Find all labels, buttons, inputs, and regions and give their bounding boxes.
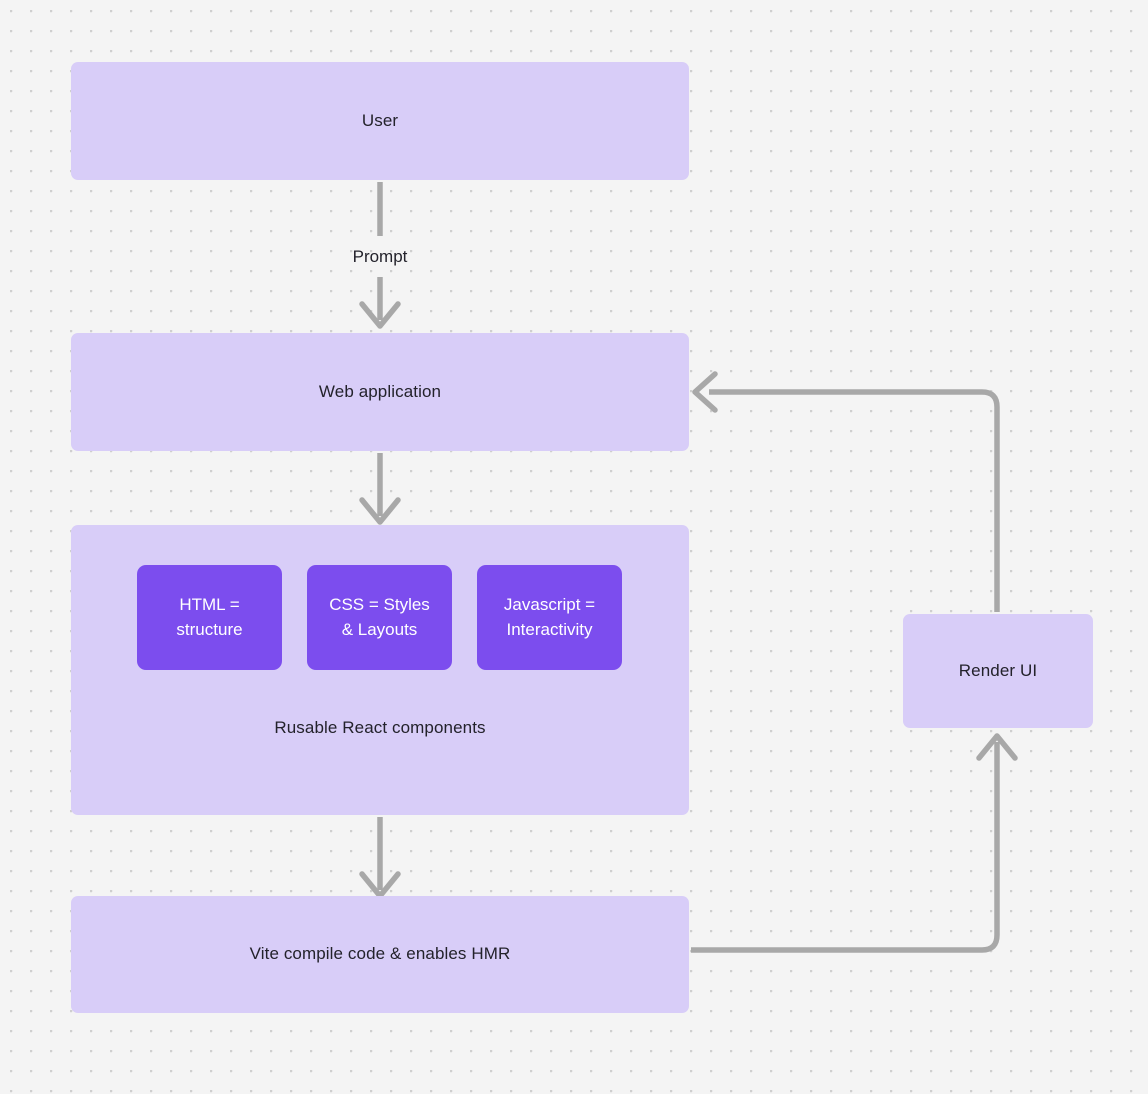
chip-html-label: HTML = structure	[170, 593, 248, 641]
arrowhead-up-render-ui	[976, 733, 1018, 761]
chip-html-line2: structure	[176, 619, 243, 639]
node-vite[interactable]: Vite compile code & enables HMR	[71, 896, 689, 1013]
chip-html[interactable]: HTML = structure	[137, 565, 282, 670]
node-vite-label: Vite compile code & enables HMR	[249, 944, 511, 964]
arrowhead-down-vite	[359, 871, 401, 899]
chip-html-line1: HTML =	[179, 595, 240, 615]
chip-javascript-line1: Javascript =	[503, 595, 596, 615]
node-components-group[interactable]: HTML = structure CSS = Styles & Layouts …	[71, 525, 689, 815]
arrowhead-down-components	[359, 497, 401, 525]
components-caption-label: Rusable React components	[274, 718, 486, 737]
chip-javascript-line2: Interactivity	[506, 619, 593, 639]
chip-css-line2: & Layouts	[341, 619, 418, 639]
edge-render-ui-to-webapp	[709, 389, 1000, 612]
chip-css[interactable]: CSS = Styles & Layouts	[307, 565, 452, 670]
chip-css-label: CSS = Styles & Layouts	[323, 593, 436, 641]
components-caption: Rusable React components	[71, 717, 689, 740]
node-render-ui-label: Render UI	[958, 660, 1038, 680]
node-user[interactable]: User	[71, 62, 689, 180]
node-web-application[interactable]: Web application	[71, 333, 689, 451]
chip-css-line1: CSS = Styles	[329, 595, 430, 615]
edge-vite-to-render-ui	[691, 742, 1000, 953]
chip-row: HTML = structure CSS = Styles & Layouts …	[137, 565, 622, 670]
chip-javascript[interactable]: Javascript = Interactivity	[477, 565, 622, 670]
arrowhead-left-webapp	[692, 371, 718, 413]
node-web-application-label: Web application	[318, 381, 442, 401]
node-user-label: User	[361, 110, 399, 130]
chip-javascript-label: Javascript = Interactivity	[498, 593, 601, 641]
node-render-ui[interactable]: Render UI	[903, 614, 1093, 728]
arrowhead-down-webapp	[359, 301, 401, 329]
edge-label-prompt: Prompt	[352, 247, 408, 266]
